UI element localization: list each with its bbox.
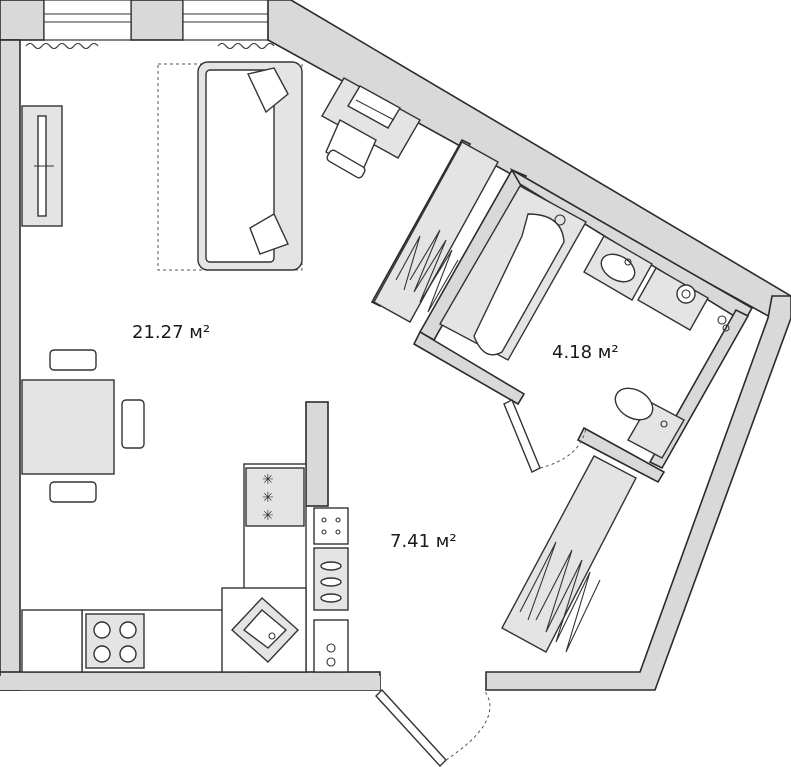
svg-text:✳: ✳ bbox=[262, 490, 274, 506]
washbasin-icon bbox=[583, 235, 653, 301]
kitchen-sink-icon bbox=[230, 597, 300, 663]
svg-text:✳: ✳ bbox=[262, 472, 274, 488]
cooktop-icon bbox=[85, 613, 145, 669]
chair-icon bbox=[325, 119, 377, 179]
window-top-left bbox=[43, 0, 132, 41]
wardrobe-icon bbox=[373, 141, 499, 323]
dining-table-icon bbox=[21, 349, 145, 503]
curtain-left bbox=[25, 42, 99, 50]
kitchen-area: 7.41 м² bbox=[390, 531, 457, 552]
outer-walls bbox=[0, 0, 791, 691]
bathtub-icon bbox=[439, 185, 587, 361]
svg-text:✳: ✳ bbox=[262, 508, 274, 524]
oven-icon bbox=[313, 619, 349, 673]
wardrobe-icon-lower bbox=[501, 455, 637, 653]
stove-icon: ✳ ✳ ✳ bbox=[245, 467, 305, 527]
door-icon[interactable] bbox=[375, 688, 491, 767]
sofa-icon bbox=[157, 61, 303, 271]
living-room-area: 21.27 м² bbox=[132, 322, 210, 343]
fridge-icon bbox=[313, 507, 349, 545]
curtain-right bbox=[217, 42, 275, 50]
bathroom-area: 4.18 м² bbox=[552, 342, 619, 363]
bathroom-door-icon[interactable] bbox=[503, 399, 587, 473]
laptop-icon bbox=[347, 85, 401, 129]
tv-icon bbox=[21, 105, 63, 227]
toilet-icon bbox=[614, 387, 685, 459]
window-top-right bbox=[182, 0, 269, 41]
washing-machine-icon bbox=[637, 267, 730, 332]
dishwasher-icon bbox=[313, 547, 349, 611]
